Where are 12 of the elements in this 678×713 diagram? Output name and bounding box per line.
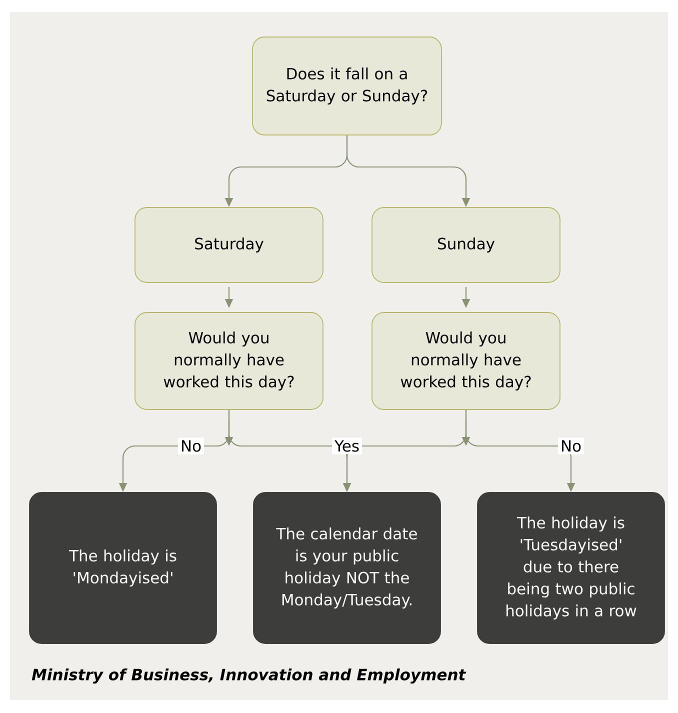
question-box: Does it fall on a Saturday or Sunday? <box>252 36 442 136</box>
edge-label: No <box>558 438 584 454</box>
caption: Ministry of Business, Innovation and Employment <box>32 668 466 684</box>
question-box: Would you normally have worked this day? <box>372 312 560 410</box>
day-box: Sunday <box>372 207 560 283</box>
question-box: Would you normally have worked this day? <box>134 312 324 410</box>
result-box: The holiday is 'Tuesdayised' due to there being two public holidays in a row <box>477 492 665 644</box>
result-box: The holiday is 'Mondayised' <box>29 492 217 644</box>
edge-label: Yes <box>332 438 362 454</box>
day-box: Saturday <box>134 207 324 283</box>
edge-label: No <box>178 438 204 454</box>
result-box: The calendar date is your public holiday NOT the Monday/Tuesday. <box>253 492 441 644</box>
